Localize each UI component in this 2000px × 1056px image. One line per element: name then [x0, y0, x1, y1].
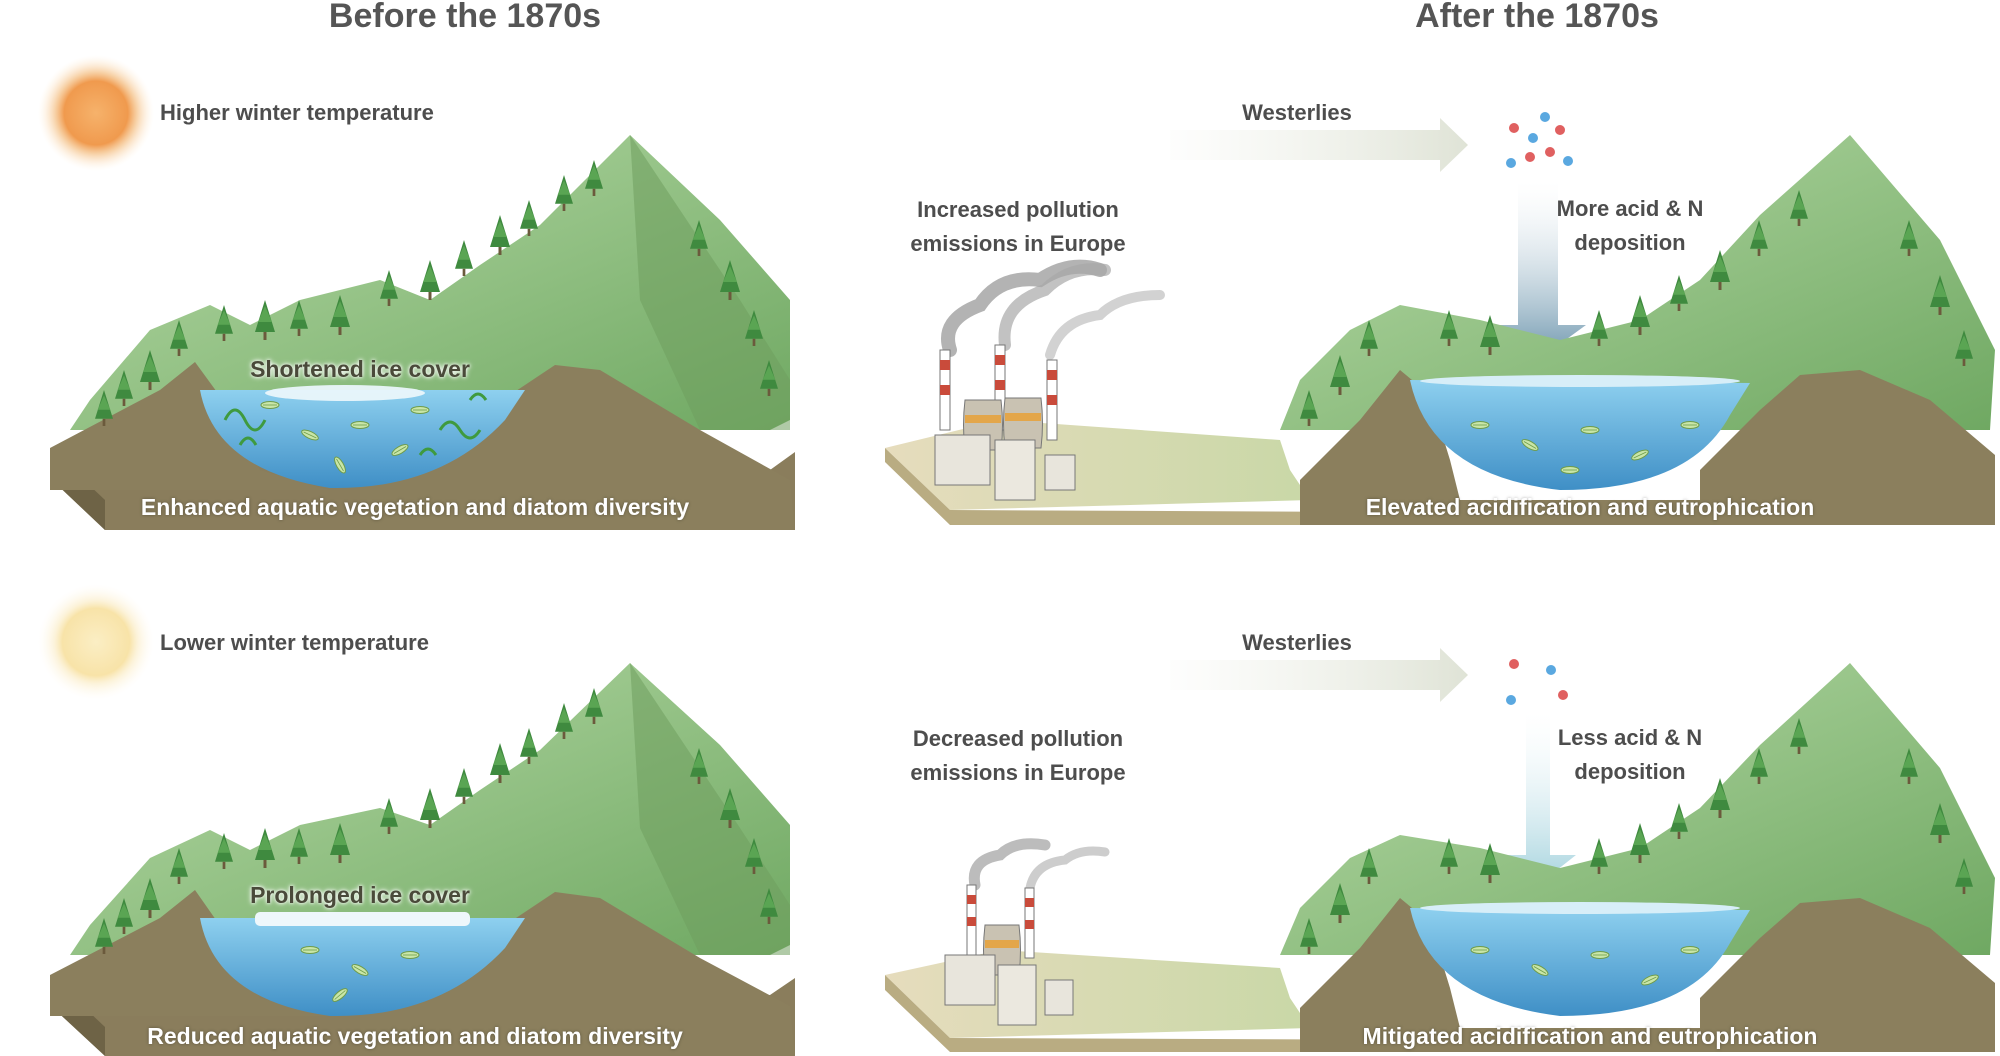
climate-label-bottom: Lower winter temperature — [160, 630, 429, 655]
climate-label-top: Higher winter temperature — [160, 100, 434, 125]
mountain — [70, 135, 790, 430]
ice-floe — [265, 385, 425, 401]
after-top-landscape — [885, 112, 1995, 525]
soil-bottom — [1300, 500, 1995, 525]
ice-surface — [1420, 375, 1740, 387]
lake-after-label-bottom: Mitigated acidification and eutrophicati… — [1362, 1023, 1818, 1049]
lake-water — [1410, 908, 1750, 1016]
mountain — [1280, 135, 1995, 430]
mountain — [70, 663, 790, 955]
ice-label-top: Shortened ice cover — [250, 356, 470, 382]
deposition-label-bottom: Less acid & N deposition — [1558, 721, 1702, 789]
deposition-line1: Less acid & N — [1557, 725, 1703, 750]
soil-bottom — [1300, 1028, 1995, 1052]
particles — [1506, 112, 1573, 168]
soil-left — [50, 362, 330, 490]
factory-icon — [934, 259, 1165, 501]
mountain — [1280, 663, 1995, 955]
ice-sheet — [255, 912, 470, 926]
warm-sun-icon — [38, 55, 154, 171]
westerlies-label-top: Westerlies — [1242, 100, 1352, 125]
before-bottom-landscape — [38, 584, 795, 1056]
lake-water — [1410, 380, 1750, 490]
header-after: After the 1870s — [1415, 0, 1659, 35]
deposition-arrow-strong — [1490, 182, 1586, 360]
particles — [1506, 659, 1568, 705]
soil-right — [1700, 370, 1995, 525]
deposition-line2: deposition — [1574, 230, 1686, 255]
before-top-landscape — [38, 55, 795, 530]
ice-surface — [1420, 902, 1740, 914]
after-bottom-landscape — [885, 648, 1995, 1052]
soil-right — [1700, 898, 1995, 1052]
pollution-label-bottom: Decreased pollution emissions in Europe — [910, 722, 1125, 790]
westerlies-label-bottom: Westerlies — [1242, 630, 1352, 655]
westerlies-arrow — [1170, 648, 1468, 702]
soil-left — [50, 890, 330, 1016]
aquatic-vegetation — [223, 392, 488, 456]
westerlies-arrow — [1170, 118, 1468, 172]
pollution-line2: emissions in Europe — [910, 231, 1126, 256]
ice-label-bottom: Prolonged ice cover — [250, 882, 470, 908]
mountain-ridge — [630, 135, 790, 430]
deposition-line1: More acid & N — [1556, 196, 1704, 221]
pollution-line2: emissions in Europe — [910, 760, 1126, 785]
lake-before-label-top: Enhanced aquatic vegetation and diatom d… — [140, 494, 690, 520]
soil-right — [360, 892, 795, 1056]
pollution-line1: Increased pollution — [917, 197, 1119, 222]
cool-sun-icon — [38, 584, 154, 700]
deposition-arrow-weak — [1500, 712, 1576, 885]
factory-icon — [944, 838, 1110, 1026]
pollution-line1: Decreased pollution — [912, 726, 1124, 751]
header-before: Before the 1870s — [328, 0, 602, 35]
lake-after-label-top: Elevated acidification and eutrophicatio… — [1365, 494, 1815, 520]
lake-water — [200, 390, 525, 489]
deposition-label-top: More acid & N deposition — [1557, 192, 1704, 260]
pollution-label-top: Increased pollution emissions in Europe — [910, 193, 1125, 261]
lake-before-label-bottom: Reduced aquatic vegetation and diatom di… — [147, 1023, 683, 1049]
mountain-ridge — [630, 663, 790, 955]
soil-right — [360, 365, 795, 530]
deposition-line2: deposition — [1574, 759, 1686, 784]
